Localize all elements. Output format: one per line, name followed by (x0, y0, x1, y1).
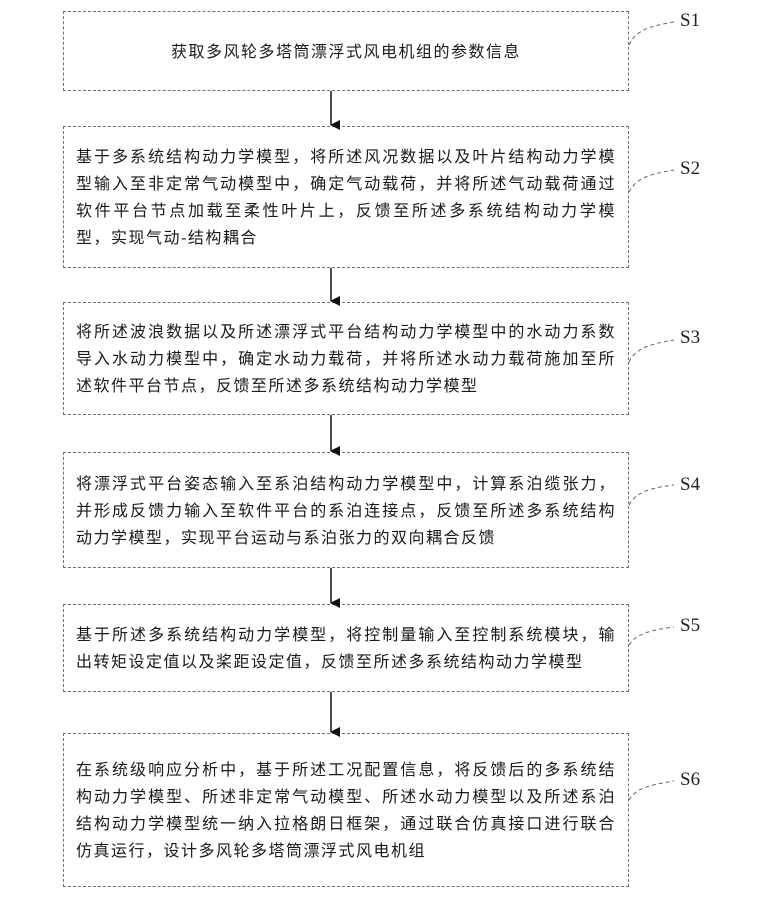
step-label-s1: S1 (680, 10, 700, 32)
leader-line-s2 (629, 170, 674, 192)
leader-line-s6 (629, 781, 674, 800)
leader-line-s4 (629, 485, 674, 505)
step-label-s2: S2 (680, 158, 700, 180)
step-label-s5: S5 (680, 615, 700, 637)
leader-line-s1 (629, 22, 674, 45)
step-label-s4: S4 (680, 474, 700, 496)
step-label-s6: S6 (680, 769, 700, 791)
leader-line-s5 (629, 627, 674, 645)
leader-line-s3 (629, 340, 674, 362)
step-label-s3: S3 (680, 327, 700, 349)
